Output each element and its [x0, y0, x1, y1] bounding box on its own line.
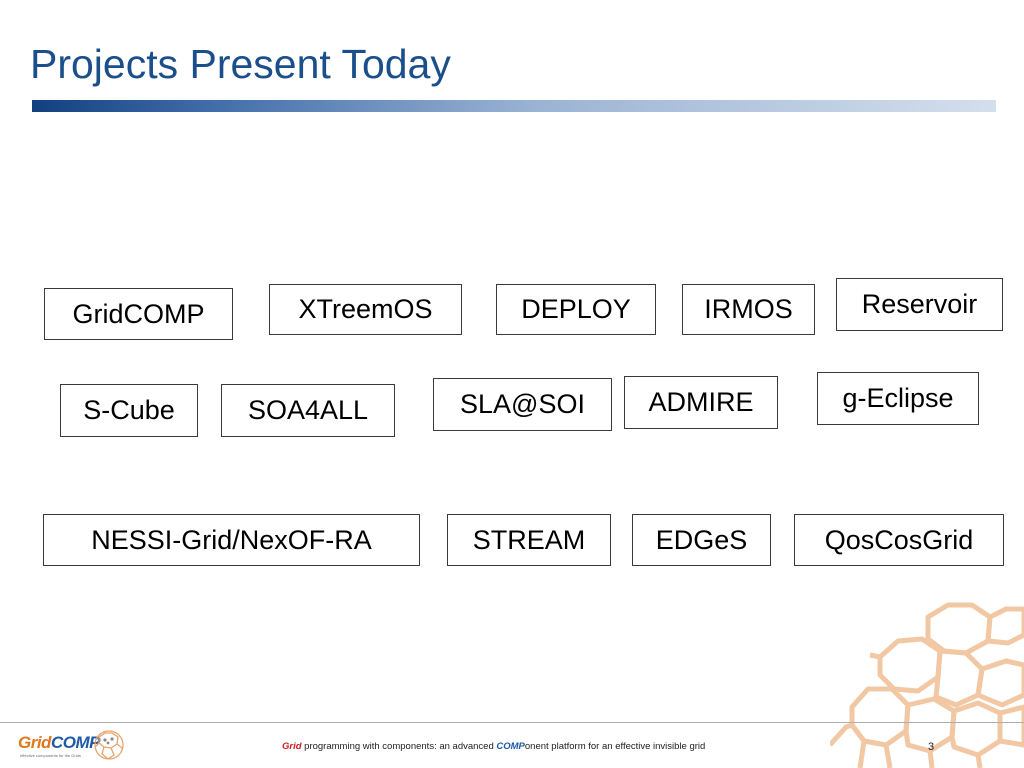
logo-grid-text: Grid [18, 733, 51, 752]
tagline-comp-word: COMP [496, 741, 525, 752]
project-box-xtreemos[interactable]: XTreemOS [269, 284, 462, 335]
project-box-gridcomp[interactable]: GridCOMP [44, 288, 233, 340]
project-box-stream[interactable]: STREAM [447, 514, 611, 566]
project-box-irmos[interactable]: IRMOS [682, 284, 815, 335]
project-box-qoscosgrid[interactable]: QosCosGrid [794, 514, 1004, 566]
geodesic-sphere-icon [94, 730, 124, 760]
project-box-soa4all[interactable]: SOA4ALL [221, 384, 395, 437]
logo-comp-text: COMP [50, 733, 101, 752]
tagline-grid-word: Grid [282, 741, 302, 752]
project-box-g-eclipse[interactable]: g-Eclipse [817, 372, 979, 425]
project-box-s-cube[interactable]: S-Cube [60, 384, 198, 437]
gridcomp-logo: GridCOMP effective components for the Gr… [18, 728, 130, 762]
footer-rule [0, 722, 1024, 723]
logo-wordmark: GridCOMP [18, 733, 100, 753]
footer-tagline: Grid programming with components: an adv… [282, 741, 705, 752]
tagline-end-text: onent platform for an effective invisibl… [524, 741, 706, 752]
project-box-deploy[interactable]: DEPLOY [496, 284, 656, 335]
project-box-admire[interactable]: ADMIRE [624, 376, 778, 429]
project-box-reservoir[interactable]: Reservoir [836, 278, 1003, 331]
title-gradient-rule [32, 100, 996, 112]
logo-subtitle: effective components for the Grids [20, 753, 81, 758]
project-box-sla-soi[interactable]: SLA@SOI [433, 378, 612, 431]
project-box-edges[interactable]: EDGeS [632, 514, 771, 566]
honeycomb-sphere-decoration [830, 602, 1024, 768]
slide-title: Projects Present Today [30, 41, 451, 87]
page-number: 3 [928, 741, 935, 753]
project-box-nessi-grid[interactable]: NESSI-Grid/NexOF-RA [43, 514, 420, 566]
tagline-middle-text: programming with components: an advanced [301, 741, 497, 752]
